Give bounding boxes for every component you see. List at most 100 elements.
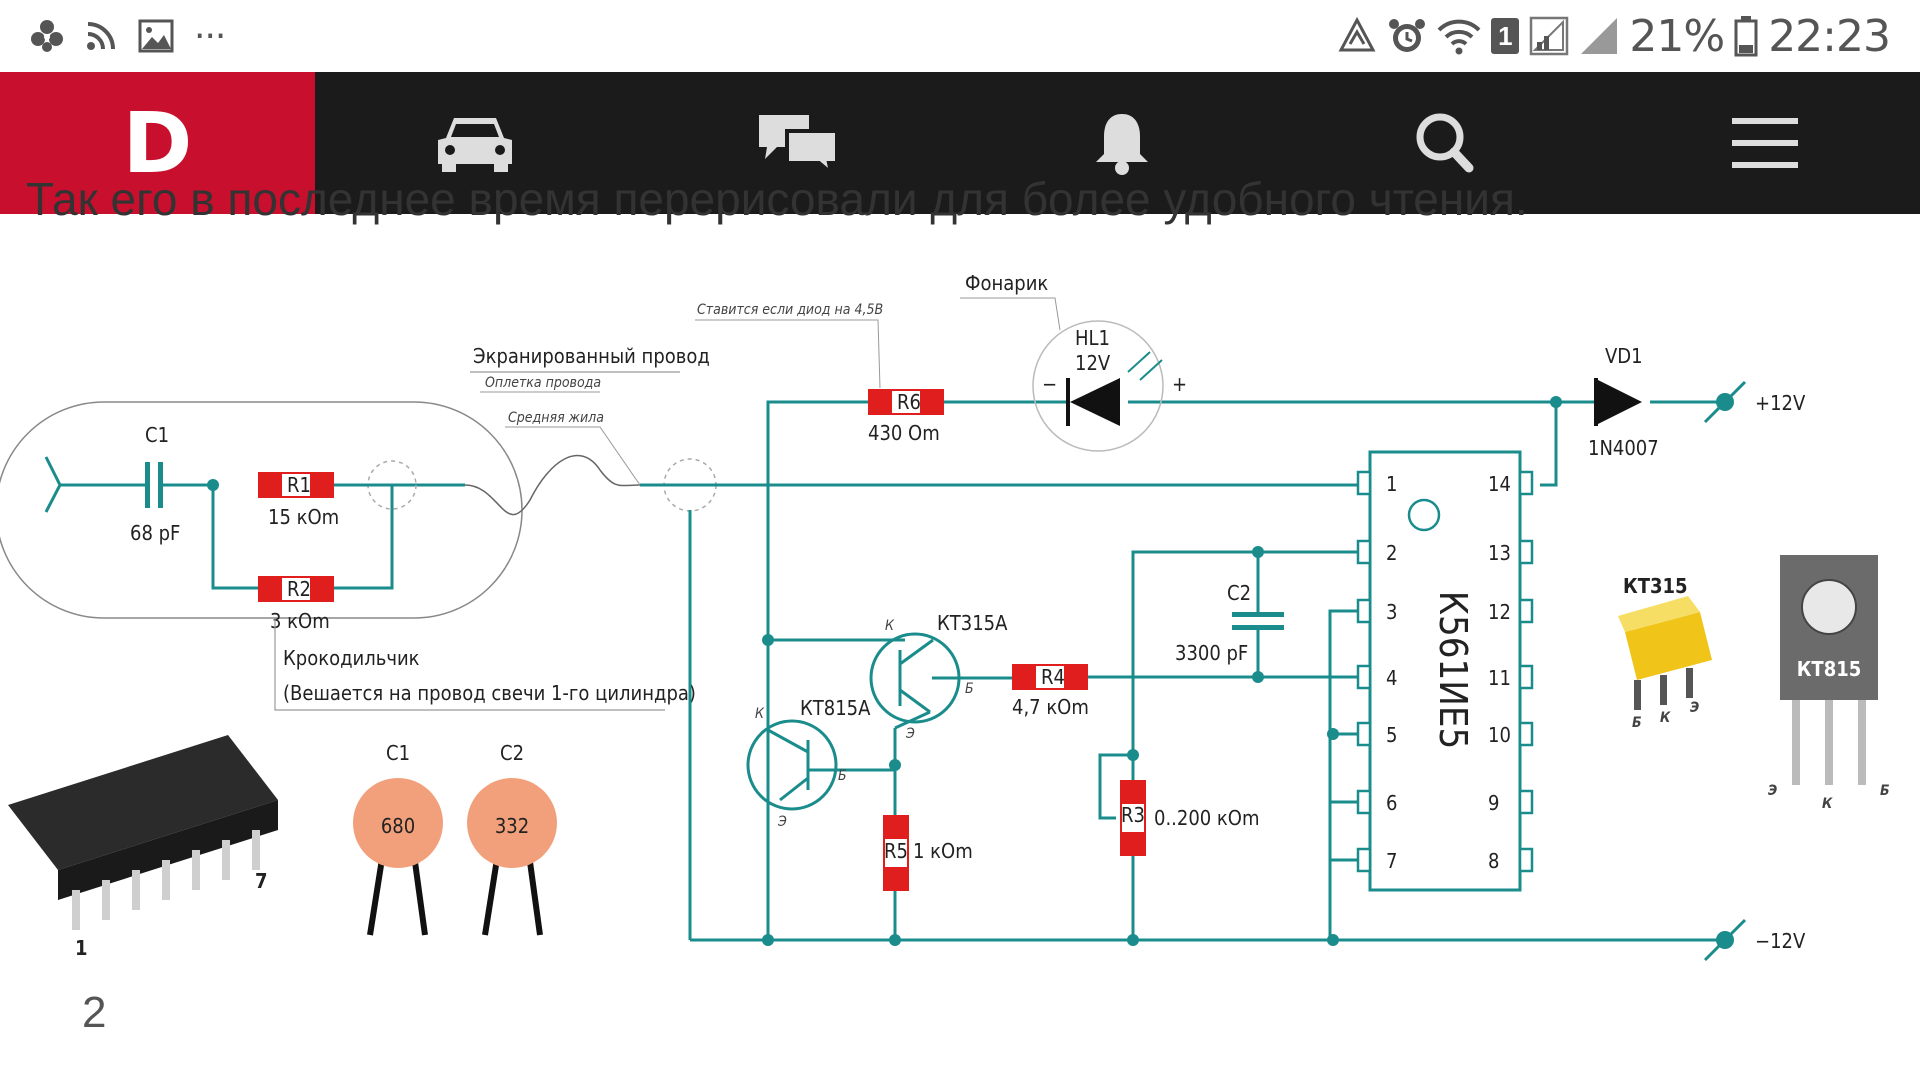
q2-k: К (755, 706, 765, 722)
schematic-element (102, 880, 110, 920)
schematic-element (1356, 598, 1372, 624)
garage-button[interactable] (395, 72, 555, 214)
ic-pins-left: 1 2 3 4 5 6 7 (1356, 470, 1397, 873)
led-plus: + (1172, 372, 1187, 396)
hl1-voltage: 12V (1075, 351, 1111, 375)
schematic-element (1625, 612, 1712, 680)
kt315-label: КТ315 (1623, 574, 1688, 598)
dip14-photo: 1 7 (8, 735, 278, 960)
schematic-element (1801, 579, 1857, 635)
schematic-element (1127, 351, 1163, 381)
kt815-label: КТ815 (1797, 657, 1862, 681)
dip-pin7: 7 (255, 869, 268, 893)
kt815-e: Э (1768, 783, 1777, 799)
schematic-element (1356, 470, 1372, 496)
junction-dot (207, 479, 219, 491)
status-bar: ··· 1 21% 22:23 (0, 0, 1920, 72)
minus12-label: −12V (1755, 929, 1806, 953)
pin-3: 3 (1386, 600, 1397, 624)
q1-label: КТ315А (937, 611, 1008, 635)
chat-icon (759, 115, 839, 175)
schematic-element (1858, 700, 1866, 785)
schematic-element (1127, 749, 1139, 761)
schematic-element (1618, 596, 1700, 632)
c2-value: 3300 pF (1175, 641, 1248, 665)
search-button[interactable] (1365, 72, 1525, 214)
schematic-element (1703, 918, 1747, 962)
schematic-element (1518, 664, 1534, 690)
schematic-figure: .w{stroke:#1a8c8c;stroke-width:3;fill:no… (0, 271, 1890, 962)
schematic-element (1518, 789, 1534, 815)
pin-12: 12 (1488, 600, 1511, 624)
c2-label: C2 (1227, 581, 1251, 605)
schematic-element (282, 578, 310, 600)
kt315-e: Э (1690, 700, 1699, 716)
q2-label: КТ815А (800, 696, 871, 720)
schematic-element (132, 870, 140, 910)
car-icon (438, 118, 512, 172)
q1-b: Б (965, 681, 974, 697)
more-icon[interactable]: ··· (194, 15, 226, 57)
pin-2: 2 (1386, 541, 1397, 565)
vd1-label: VD1 (1605, 344, 1643, 368)
schematic-element (1518, 539, 1534, 565)
schematic-element (1327, 728, 1339, 740)
schematic-element (8, 735, 278, 870)
schematic-element (1356, 847, 1372, 873)
battery-percent: 21% (1629, 10, 1725, 62)
c1-label: C1 (145, 423, 169, 447)
wave-line (464, 454, 641, 516)
schematic-element (1703, 380, 1747, 424)
pin-5: 5 (1386, 723, 1397, 747)
pin-7: 7 (1386, 849, 1397, 873)
kt815-b: Б (1880, 783, 1890, 799)
notifications-button[interactable] (1042, 72, 1202, 214)
messages-button[interactable] (718, 72, 878, 214)
capacitor-c2-photo: C2 332 (467, 741, 557, 936)
diode-label: 1N4007 (1588, 436, 1659, 460)
kt815-photo: КТ815 Э К Б (1768, 555, 1890, 812)
schematic-element (1122, 804, 1144, 832)
schematic-element (1356, 664, 1372, 690)
q2-b: Б (838, 768, 847, 784)
schematic-element (252, 830, 260, 870)
pin-4: 4 (1386, 666, 1397, 690)
q2-e: Э (777, 814, 787, 830)
schematic-element (767, 710, 931, 940)
c2-plate-b (1232, 625, 1284, 630)
schematic-element (222, 840, 230, 880)
schematic-element (1131, 550, 1360, 940)
schematic-element (353, 778, 443, 868)
menu-button[interactable] (1685, 72, 1845, 214)
shielded-label: Экранированный провод (473, 344, 710, 368)
logo-button[interactable]: D (0, 72, 315, 214)
wifi-icon (1437, 19, 1481, 55)
pin-10: 10 (1488, 723, 1511, 747)
signal-icon (1530, 16, 1569, 56)
battery-icon (1734, 16, 1758, 57)
schematic-element (1634, 680, 1641, 710)
kt315-photo: КТ315 Б К Э (1618, 574, 1712, 731)
schematic-element (1518, 721, 1534, 747)
ic-body (1368, 450, 1522, 892)
kt315-b: Б (1632, 715, 1642, 731)
image-icon (138, 19, 174, 53)
c2-plate-a (1232, 612, 1284, 617)
braid-label: Оплетка провода (485, 375, 601, 391)
flashlight-circle (1032, 320, 1164, 452)
q1-k: К (885, 618, 895, 634)
fan-icon (31, 20, 63, 52)
cap-c1-label: C1 (386, 741, 410, 765)
schematic-element (192, 850, 200, 890)
schematic-element (695, 319, 881, 389)
r6-value: 430 Оm (868, 421, 940, 445)
schematic-element (960, 297, 1061, 331)
pin-11: 11 (1488, 666, 1511, 690)
schematic-element (505, 426, 641, 486)
article-text-peek: Так его в последнее время перерисовали д… (26, 173, 1528, 225)
r1-value: 15 кОm (268, 505, 339, 529)
r5-label: R5 (884, 839, 908, 863)
schematic-element (72, 890, 80, 930)
r3-value: 0..200 кОm (1154, 806, 1259, 830)
r6-label: R6 (897, 390, 921, 414)
